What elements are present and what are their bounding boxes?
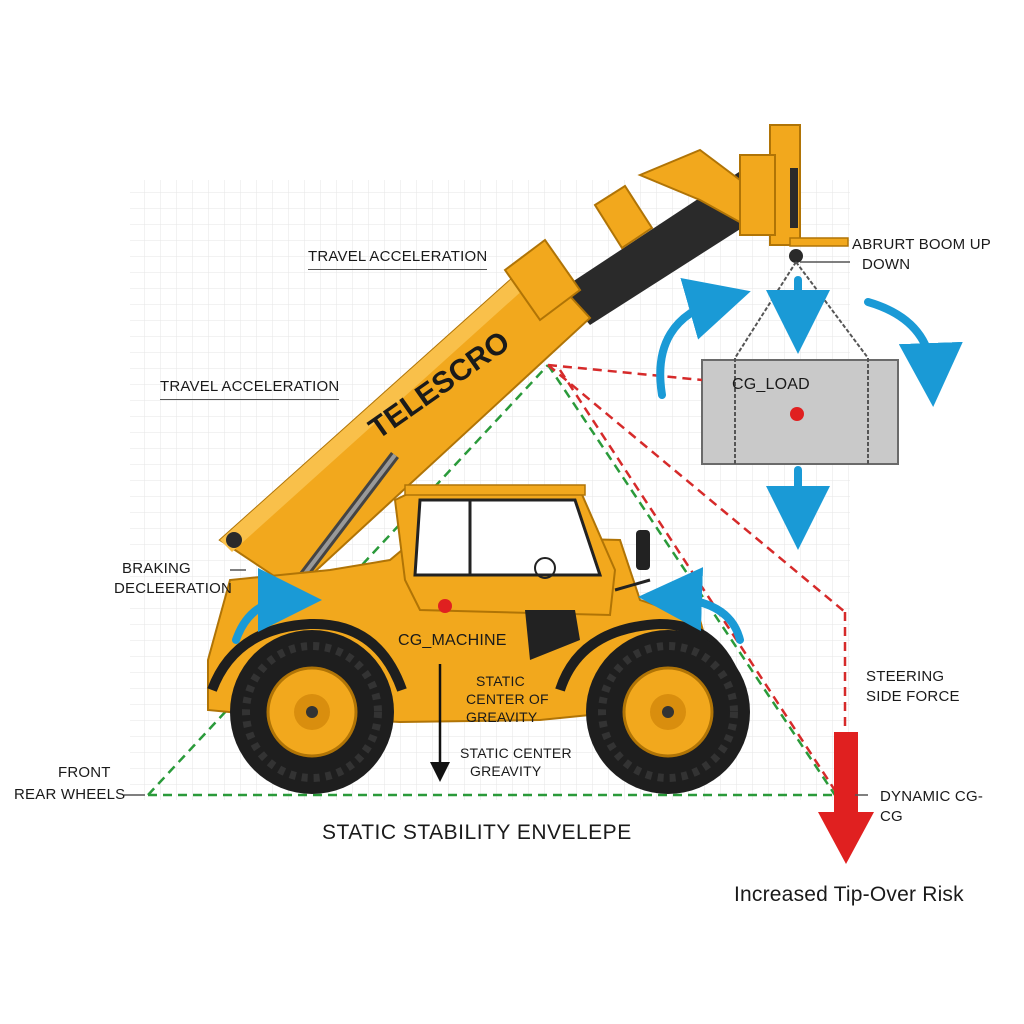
cg-machine-label: CG_MACHINE <box>398 632 507 649</box>
cg-load-dot <box>790 407 804 421</box>
dynamic-cg-label-line2: CG <box>880 808 903 825</box>
tip-over-red-arrow <box>818 732 874 864</box>
force-arrows <box>232 276 963 644</box>
braking-curved-arrow <box>232 568 322 644</box>
suspended-load <box>701 261 899 465</box>
cg-machine-dot <box>438 599 452 613</box>
braking-label-line1: BRAKING <box>122 560 191 577</box>
steering-curved-arrow <box>638 567 744 644</box>
front-wheels-label-line1: FRONT <box>58 764 111 781</box>
static-center-label-line1: STATIC CENTER <box>460 745 572 761</box>
static-cog-label-line1: STATIC <box>476 673 525 689</box>
rear-wheels-label-line2: REAR WHEELS <box>14 786 126 803</box>
static-center-label-line2: GREAVITY <box>470 763 542 779</box>
rear-wheel <box>586 630 750 794</box>
static-cog-label-line3: GREAVITY <box>466 709 538 725</box>
travel-acceleration-left-label: TRAVEL ACCELERATION <box>160 378 340 400</box>
steering-label-line2: SIDE FORCE <box>866 688 960 705</box>
front-wheel <box>230 630 394 794</box>
braking-label-line2: DECLEERATION <box>114 580 232 597</box>
cg-load-label: CG_LOAD <box>732 376 810 393</box>
boom-up-down-label-line2: DOWN <box>862 256 911 273</box>
boom-up-down-label-line1: ABRURT BOOM UP <box>852 236 991 253</box>
boom-left-curved-arrow <box>656 278 751 399</box>
dynamic-stability-envelope <box>547 363 847 796</box>
leader-lines <box>124 261 868 796</box>
telescopic-boom <box>218 124 849 592</box>
dynamic-cg-label-line1: DYNAMIC CG- <box>880 788 984 805</box>
steering-label-line1: STEERING <box>866 668 945 685</box>
boom-right-curved-arrow <box>864 298 963 407</box>
static-stability-envelope-title: STATIC STABILITY ENVELEPE <box>322 821 632 844</box>
static-cog-label-line2: CENTER OF <box>466 691 549 707</box>
tip-over-risk-caption: Increased Tip-Over Risk <box>734 883 964 906</box>
travel-acceleration-top-label: TRAVEL ACCELERATION <box>308 248 488 270</box>
